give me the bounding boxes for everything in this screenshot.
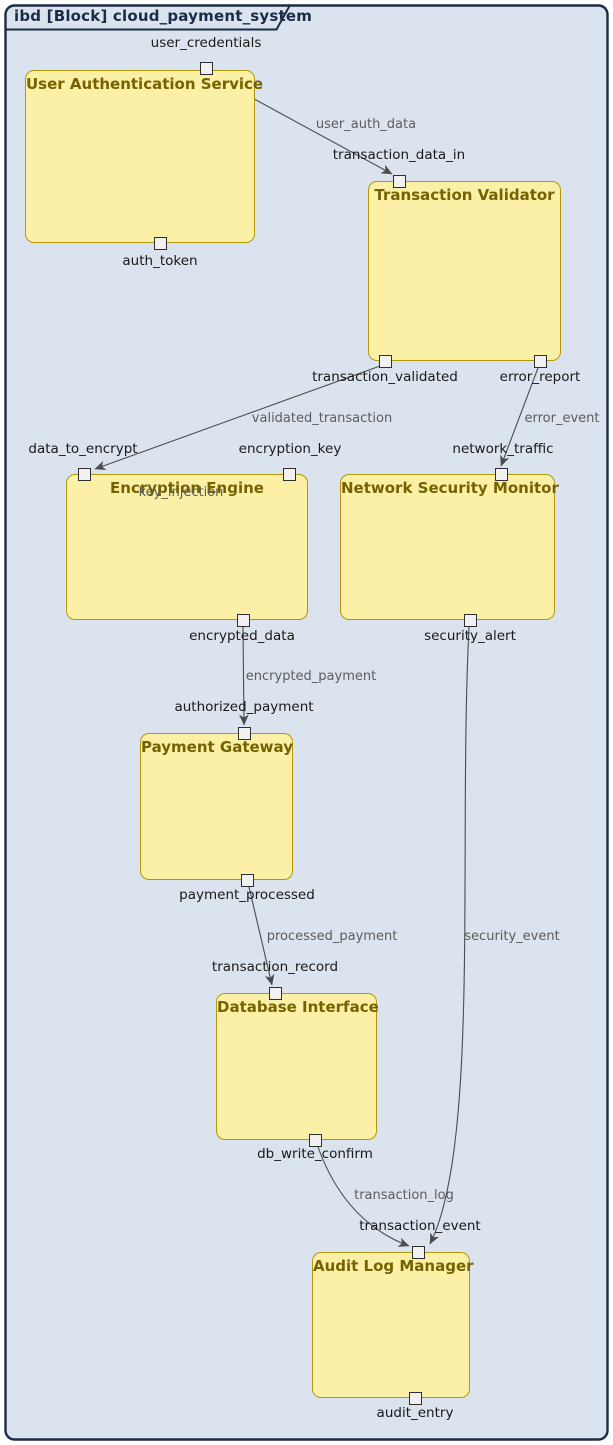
port-label-transaction-validated: transaction_validated [312, 369, 458, 385]
edge-label-encrypted-payment: encrypted_payment [245, 669, 377, 684]
edge-label-processed-payment: processed_payment [266, 929, 398, 944]
frame-tab [6, 5, 291, 31]
port-transaction-event [412, 1246, 425, 1259]
port-label-network-traffic: network_traffic [452, 441, 554, 457]
edge-label-user-auth-data: user_auth_data [315, 117, 417, 132]
diagram-title: ibd [Block] cloud_payment_system [14, 7, 313, 25]
edge-transaction-log [317, 1146, 410, 1247]
edge-label-key-injection: key_injection [138, 485, 224, 500]
block-title: User Authentication Service [26, 75, 264, 93]
block-audit-log-manager: Audit Log Manager [312, 1252, 474, 1398]
port-audit-entry [409, 1392, 422, 1405]
edge-validated-transaction [94, 365, 381, 471]
port-label-security-alert: security_alert [424, 628, 516, 644]
port-label-payment-processed: payment_processed [179, 887, 315, 903]
port-label-encrypted-data: encrypted_data [189, 628, 295, 644]
edge-label-error-event: error_event [524, 411, 600, 426]
port-authorized-payment [238, 727, 251, 740]
edge-security-event [429, 626, 470, 1245]
port-label-transaction-event: transaction_event [359, 1218, 481, 1234]
port-encryption-key [283, 468, 296, 481]
port-payment-processed [241, 874, 254, 887]
edge-label-security-event: security_event [464, 929, 560, 944]
port-auth-token [154, 237, 167, 250]
edge-label-transaction-log: transaction_log [354, 1188, 454, 1203]
block-title: Transaction Validator [374, 186, 555, 204]
port-network-traffic [495, 468, 508, 481]
port-encrypted-data [237, 614, 250, 627]
port-user-credentials [200, 62, 213, 75]
port-label-error-report: error_report [499, 369, 581, 385]
edge-encrypted-payment [239, 626, 249, 726]
block-title: Payment Gateway [141, 738, 293, 756]
block-transaction-validator: Transaction Validator [368, 181, 561, 361]
port-label-auth-token: auth_token [122, 253, 198, 269]
port-data-to-encrypt [78, 468, 91, 481]
block-payment-gateway: Payment Gateway [140, 733, 293, 880]
port-label-db-write-confirm: db_write_confirm [257, 1146, 373, 1162]
edge-processed-payment [248, 886, 275, 986]
port-transaction-validated [379, 355, 392, 368]
block-title: Audit Log Manager [313, 1257, 474, 1275]
edge-error-event [500, 367, 539, 467]
block-network-security-monitor: Network Security Monitor [340, 474, 559, 620]
port-label-data-to-encrypt: data_to_encrypt [28, 441, 138, 457]
block-title: Encryption Engine [110, 479, 264, 497]
block-database-interface: Database Interface [216, 993, 379, 1140]
edge-label-validated-transaction: validated_transaction [251, 411, 393, 426]
port-label-encryption-key: encryption_key [238, 441, 342, 457]
port-label-user-credentials: user_credentials [150, 35, 262, 51]
block-title: Network Security Monitor [341, 479, 559, 497]
port-security-alert [464, 614, 477, 627]
block-title: Database Interface [217, 998, 379, 1016]
port-label-transaction-data-in: transaction_data_in [332, 147, 466, 163]
port-label-audit-entry: audit_entry [376, 1405, 454, 1421]
port-label-transaction-record: transaction_record [211, 959, 339, 975]
port-error-report [534, 355, 547, 368]
port-db-write-confirm [309, 1134, 322, 1147]
port-transaction-data-in [393, 175, 406, 188]
frame-border [4, 4, 609, 1441]
port-transaction-record [269, 987, 282, 1000]
port-label-authorized-payment: authorized_payment [174, 699, 314, 715]
block-encryption-engine: Encryption Engine [66, 474, 308, 620]
block-user-authentication-service: User Authentication Service [25, 70, 264, 243]
